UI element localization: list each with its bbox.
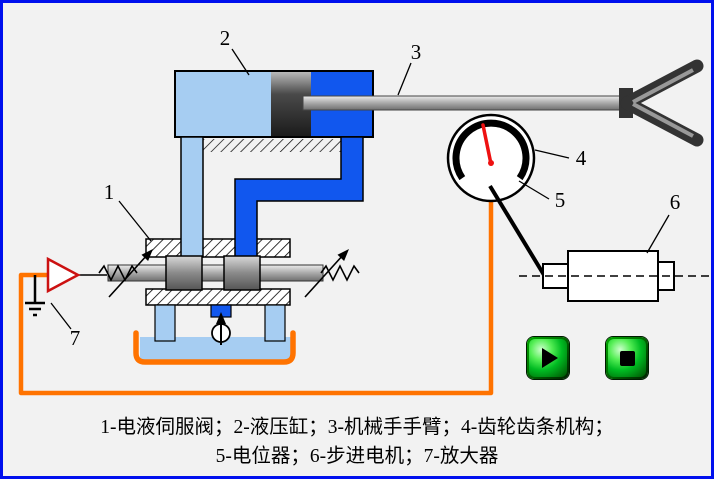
schematic: 1 2 3 4 5 6 7 — [18, 26, 711, 396]
label-1-line — [118, 200, 152, 242]
label-4-line — [534, 149, 570, 159]
pipe-light — [180, 136, 204, 258]
caption-line-1: 1-电液伺服阀；2-液压缸；3-机械手手臂；4-齿轮齿条机构； — [100, 417, 614, 438]
valve-body-bottom — [145, 288, 291, 306]
spool-land-right — [223, 255, 261, 291]
valve-body-top — [145, 238, 291, 258]
caption-line-2: 5-电位器；6-步进电机；7-放大器 — [215, 446, 499, 467]
dial-needle-pivot — [488, 160, 494, 166]
label-6-line — [646, 214, 670, 254]
pipe-dark — [234, 136, 364, 258]
cylinder-left-chamber — [175, 71, 271, 137]
caption: 1-电液伺服阀；2-液压缸；3-机械手手臂；4-齿轮齿条机构； 5-电位器；6-… — [3, 413, 711, 471]
label-2-line — [231, 48, 250, 76]
cylinder-mount-hatch — [199, 139, 349, 152]
label-1: 1 — [104, 180, 115, 204]
amplifier-triangle — [46, 256, 81, 294]
dial-needle — [481, 123, 493, 166]
label-5-line — [518, 180, 550, 200]
spring-right — [320, 264, 360, 282]
stop-button[interactable] — [606, 337, 648, 379]
feedback-wire — [18, 198, 494, 396]
solenoid-arrow-left-head — [141, 249, 153, 261]
valve-spool — [107, 255, 324, 291]
gripper-upper-jaw-inner — [632, 68, 694, 104]
label-5: 5 — [555, 188, 566, 212]
spool-land-left — [165, 255, 203, 291]
spring-left — [98, 264, 138, 282]
play-button[interactable] — [527, 337, 569, 379]
play-button-face — [529, 339, 567, 377]
piston-rod — [302, 95, 630, 111]
tank-outline — [133, 330, 296, 365]
dial-arc — [452, 119, 530, 181]
label-3: 3 — [411, 40, 422, 64]
play-icon — [542, 348, 558, 368]
stepper-motor — [519, 250, 711, 302]
label-4: 4 — [576, 146, 587, 170]
dial-motor-link — [488, 184, 546, 277]
label-7: 7 — [70, 326, 81, 350]
solenoid-arrow-left — [108, 253, 149, 298]
spool-shaft — [107, 264, 324, 282]
solenoid-arrow-right-head — [337, 249, 349, 261]
label-7-line — [50, 302, 72, 330]
label-3-line — [397, 62, 412, 96]
solenoid-arrow-right — [304, 253, 345, 298]
stop-button-face — [608, 339, 646, 377]
pump-arrow-head — [216, 312, 226, 324]
callouts: 1 2 3 4 5 6 7 — [50, 26, 681, 350]
stop-icon — [619, 350, 635, 366]
label-6: 6 — [670, 190, 681, 214]
gear-dial — [446, 113, 536, 203]
label-2: 2 — [220, 26, 231, 50]
return-pipe-right — [264, 304, 286, 342]
gripper — [619, 59, 704, 147]
gripper-lower-jaw-inner — [632, 102, 694, 138]
ground-symbol — [25, 275, 45, 317]
return-pipe-left — [154, 304, 176, 342]
